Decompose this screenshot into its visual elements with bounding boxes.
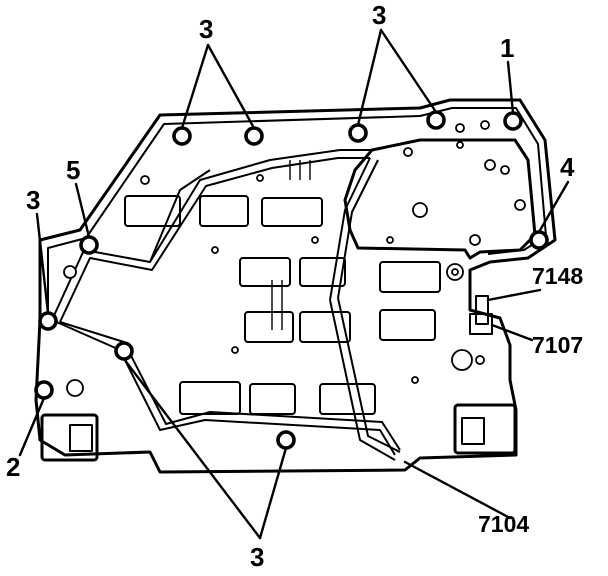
callout-3-left: 3: [26, 185, 40, 215]
callout-3-bottom: 3: [250, 542, 264, 572]
callout-2: 2: [6, 452, 20, 482]
bolt-3-a: [172, 126, 192, 146]
callout-7107: 7107: [532, 332, 583, 358]
callout-4: 4: [560, 152, 575, 182]
callout-5: 5: [66, 155, 80, 185]
bolts: [34, 110, 549, 450]
bolt-4: [529, 230, 549, 250]
callout-7148: 7148: [532, 263, 583, 289]
upper-right-plate: [343, 120, 537, 260]
bolt-3-e: [38, 311, 58, 331]
callout-1: 1: [500, 33, 514, 63]
callout-3-top-right: 3: [372, 0, 386, 30]
callout-labels: 3 3 1 5 4 3 7148 7107 2 7104 3: [6, 0, 583, 572]
solenoid-right: [453, 403, 517, 455]
bolt-3-g: [276, 430, 296, 450]
bolt-3-b: [244, 126, 264, 146]
part-7148: [475, 295, 489, 325]
solenoid-left: [40, 413, 99, 462]
callout-3-top-left: 3: [199, 14, 213, 44]
valve-spools: [124, 160, 441, 415]
callout-7104: 7104: [478, 511, 529, 537]
bolt-3-d: [426, 110, 446, 130]
bolt-3-f: [114, 341, 134, 361]
bolt-2: [34, 380, 54, 400]
bolt-1: [503, 111, 523, 131]
leader-lines: [18, 28, 570, 540]
bolt-3-c: [348, 123, 368, 143]
casting-holes: [63, 141, 485, 397]
bolt-5: [79, 235, 99, 255]
